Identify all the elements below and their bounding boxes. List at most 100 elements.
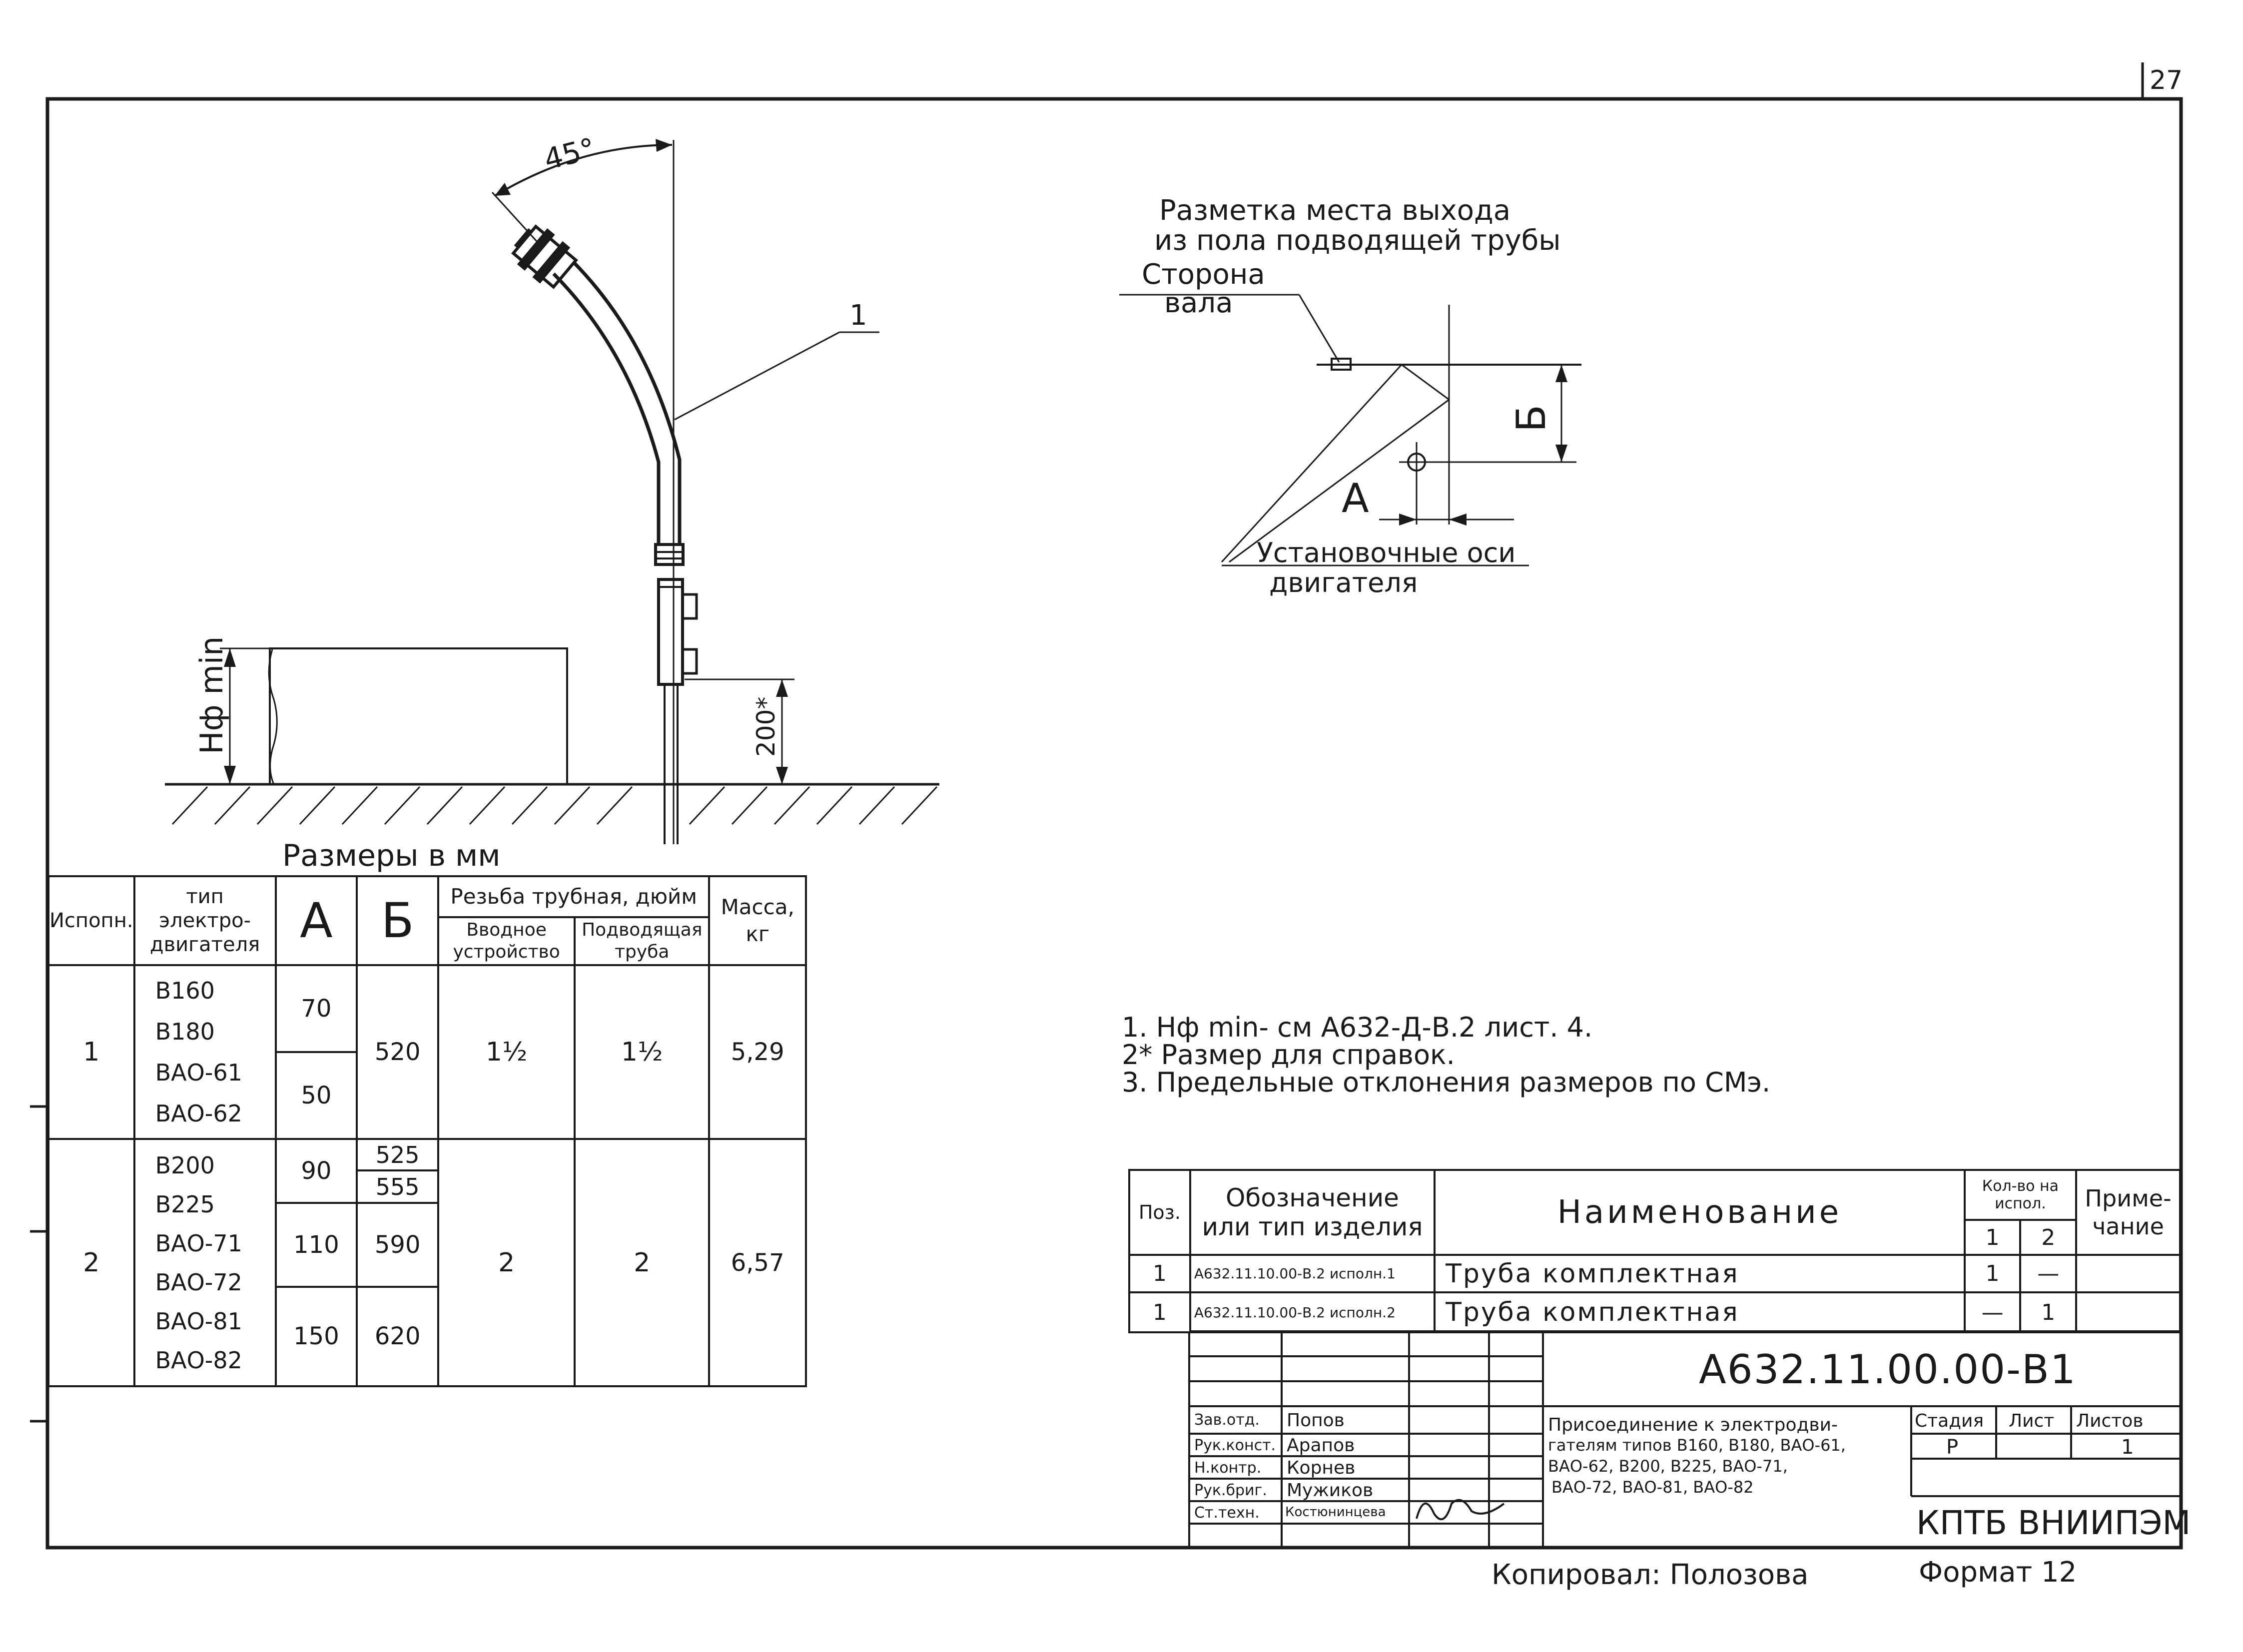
motor-type: ВАО-72 <box>155 1268 242 1296</box>
person-name: Попов <box>1287 1410 1345 1431</box>
header-ispoln: Испопн. <box>47 875 135 967</box>
spec-row-name: Труба комплектная <box>1434 1291 1966 1333</box>
shaft-side-line2: вала <box>1164 287 1233 319</box>
spec-row-designation: А632.11.10.00-В.2 исполн.1 <box>1189 1254 1436 1293</box>
person-name: Костюнинцева <box>1285 1505 1386 1520</box>
motor-type: ВАО-82 <box>155 1346 242 1374</box>
motor-type: В180 <box>155 1018 215 1046</box>
role-label: Зав.отд. <box>1194 1411 1260 1429</box>
callout-number-1: 1 <box>849 299 867 332</box>
row2-mass: 6,57 <box>708 1138 807 1387</box>
header-thread-inlet-line1: Вводное <box>466 919 547 940</box>
document-code: А632.11.00.00-В1 <box>1699 1346 2077 1393</box>
organization-name: КПТБ ВНИИПЭМ <box>1916 1504 2191 1542</box>
row2-b-value: 555 <box>356 1169 440 1204</box>
marking-corner-line <box>1401 364 1450 401</box>
angle-arc <box>494 144 673 197</box>
row2-ispoln: 2 <box>47 1138 135 1387</box>
header-b: Б <box>356 875 440 967</box>
fitting-axis <box>491 191 543 248</box>
motor-type: ВАО-62 <box>155 1100 242 1127</box>
drawing-title-line: ВАО-72, ВАО-81, ВАО-82 <box>1551 1478 1754 1497</box>
motor-type: ВАО-71 <box>155 1229 242 1257</box>
row2-thread-inlet: 2 <box>437 1138 576 1387</box>
row2-a-value: 110 <box>274 1202 358 1288</box>
callout-leader-1 <box>674 331 840 421</box>
stage-value: Р <box>1946 1436 1959 1459</box>
motor-base <box>269 647 568 785</box>
header-motor-type-line1: тип <box>186 885 224 909</box>
spec-row-q2: — <box>2019 1254 2078 1293</box>
marking-title-line2: из пола подводящей трубы <box>1154 224 1560 257</box>
row2-a-value: 150 <box>274 1285 358 1388</box>
drawing-title-line: гателям типов В160, В180, ВАО-61, <box>1548 1436 1846 1455</box>
row2-types: В200 В225 ВАО-71 ВАО-72 ВАО-81 ВАО-82 <box>133 1138 277 1387</box>
dim-a-label: А <box>1342 475 1369 522</box>
motor-type: ВАО-61 <box>155 1059 242 1087</box>
header-motor-type-line2: электро- <box>159 909 251 933</box>
spec-row-pos: 1 <box>1128 1291 1191 1333</box>
role-label: Рук.бриг. <box>1194 1482 1267 1499</box>
marking-diagonal-inner <box>1229 399 1450 563</box>
header-thread-pipe: Подводящая труба <box>574 916 711 967</box>
marking-title-line1: Разметка места выхода <box>1159 194 1510 227</box>
sheet-frame <box>45 97 2183 1550</box>
height-label: Нф min <box>193 636 230 754</box>
header-motor-type: тип электро- двигателя <box>133 875 277 967</box>
dim-200-label: 200* <box>751 697 780 757</box>
shaft-leader <box>1298 294 1340 363</box>
break-line <box>268 649 278 785</box>
sizes-caption: Размеры в мм <box>282 838 501 873</box>
role-label: Ст.техн. <box>1194 1504 1260 1522</box>
sheets-label: Листов <box>2076 1411 2144 1431</box>
header-mass-line2: кг <box>746 922 769 947</box>
marking-plan: Разметка места выхода из пола подводящей… <box>1119 194 1581 598</box>
spec-header-qty-2: 2 <box>2019 1219 2078 1256</box>
sheet-format: Формат 12 <box>1919 1556 2077 1589</box>
header-a: А <box>274 875 358 967</box>
pipe-fitting <box>511 224 578 289</box>
spec-header-note-line2: чание <box>2092 1213 2164 1240</box>
arc-arrow <box>656 139 672 152</box>
row1-b: 520 <box>356 964 440 1140</box>
pipe-coupling <box>654 543 685 566</box>
row1-types: В160 В180 ВАО-61 ВАО-62 <box>133 964 277 1140</box>
axes-label-line1: Установочные оси <box>1257 537 1515 568</box>
dim-b-label: Б <box>1508 405 1554 432</box>
spec-header-designation-line1: Обозначение <box>1226 1183 1399 1212</box>
spec-header-note-line1: Приме- <box>2085 1185 2172 1212</box>
person-name: Арапов <box>1287 1435 1355 1456</box>
drawing-title-line: Присоединение к электродви- <box>1548 1415 1838 1435</box>
header-motor-type-line3: двигателя <box>149 933 260 957</box>
spec-row-designation: А632.11.10.00-В.2 исполн.2 <box>1189 1291 1436 1333</box>
row2-a-value: 90 <box>274 1138 358 1204</box>
row1-thread-pipe: 1½ <box>574 964 711 1140</box>
motor-type: В225 <box>155 1190 215 1218</box>
row2-b-value: 590 <box>356 1202 440 1288</box>
spec-header-name: Наименование <box>1434 1169 1966 1256</box>
role-label: Рук.конст. <box>1194 1437 1276 1454</box>
spec-row-pos: 1 <box>1128 1254 1191 1293</box>
motor-type: В160 <box>155 977 215 1005</box>
spec-row-q1: — <box>1963 1291 2022 1333</box>
sheet-number: 27 <box>2150 65 2183 95</box>
bent-pipe-outer <box>572 261 682 545</box>
row2-b-value: 620 <box>356 1285 440 1388</box>
axes-label-line2: двигателя <box>1269 567 1418 598</box>
row1-mass: 5,29 <box>708 964 807 1140</box>
header-thread-inlet-line2: устройство <box>453 941 560 962</box>
shaft-side-line1: Сторона <box>1142 258 1265 291</box>
sheets-value: 1 <box>2121 1436 2134 1459</box>
floor-hatching <box>171 786 938 825</box>
bent-pipe-inner <box>552 272 661 545</box>
stage-label: Стадия <box>1915 1411 1984 1431</box>
spec-row-note <box>2075 1291 2181 1333</box>
spec-header-designation: Обозначение или тип изделия <box>1189 1169 1436 1256</box>
spec-header-note: Приме- чание <box>2075 1169 2181 1256</box>
copied-by: Копировал: Полозова <box>1492 1559 1809 1591</box>
note-2: 2* Размер для справок. <box>1122 1039 1455 1071</box>
header-mass: Масса, кг <box>708 875 807 967</box>
spec-row-note <box>2075 1254 2181 1293</box>
marking-diagonal-outer <box>1221 364 1403 563</box>
